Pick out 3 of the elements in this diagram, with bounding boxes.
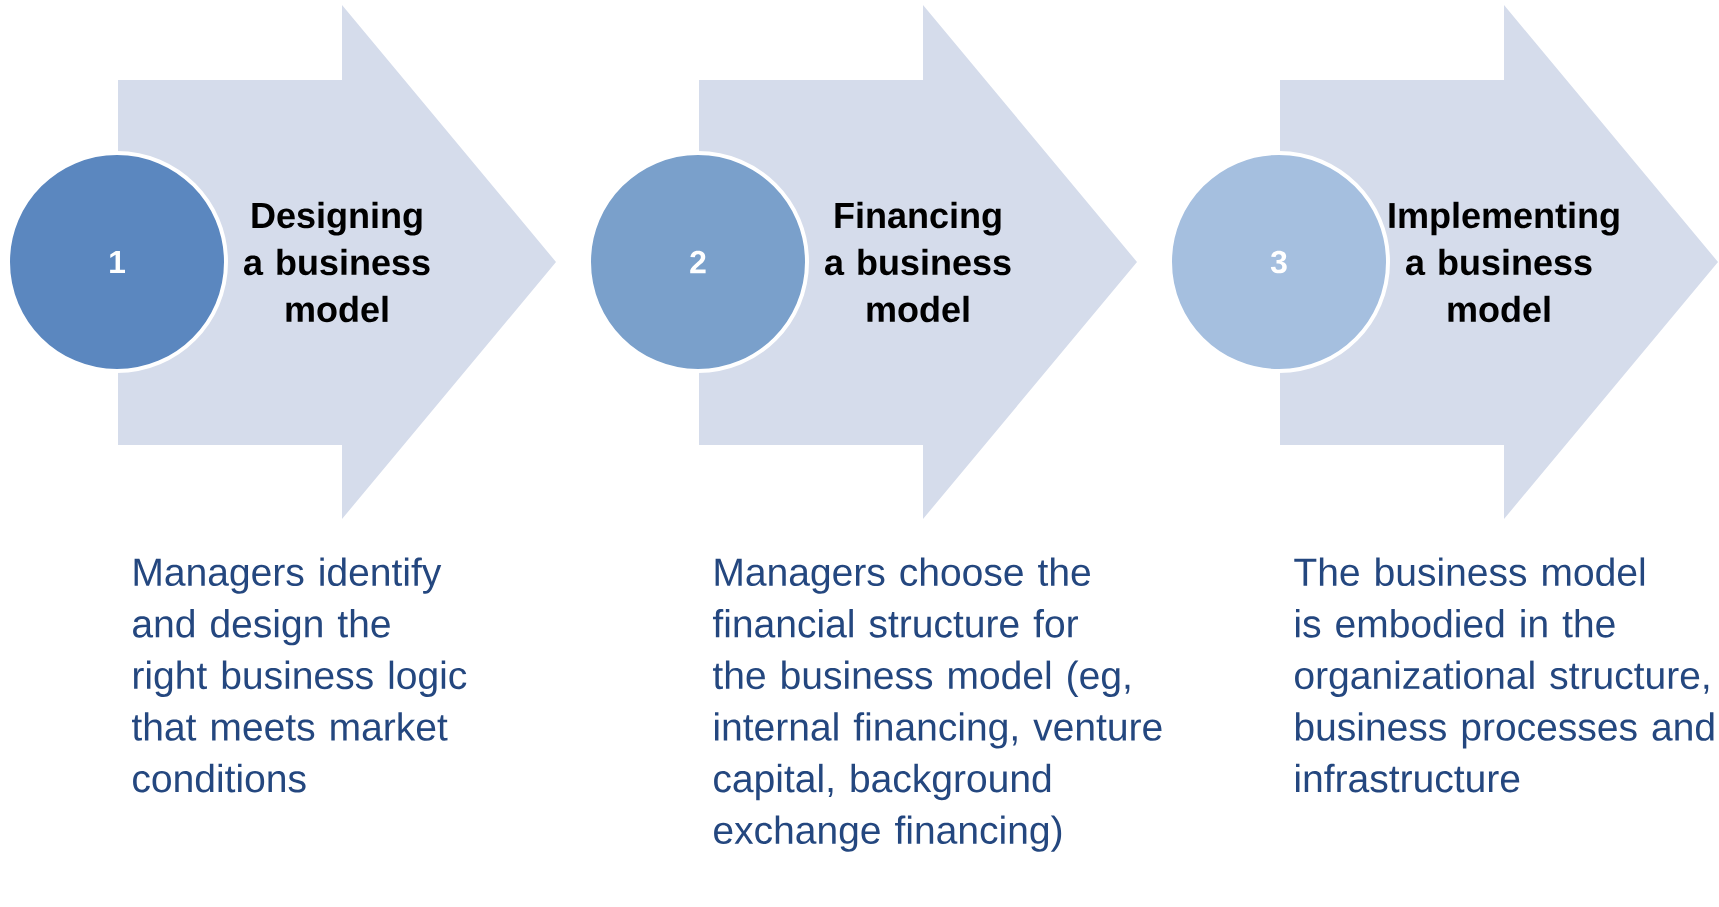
- description-text: The business model is embodied in the organizational structure, business processes and infrastructure: [1294, 557, 1714, 793]
- description-text: Managers choose the financial structure for the business model (eg, internal financing, venture capital, background exchange financing): [712, 557, 1162, 852]
- description-text: Managers identify and design the right business logic that meets market conditions: [132, 557, 467, 793]
